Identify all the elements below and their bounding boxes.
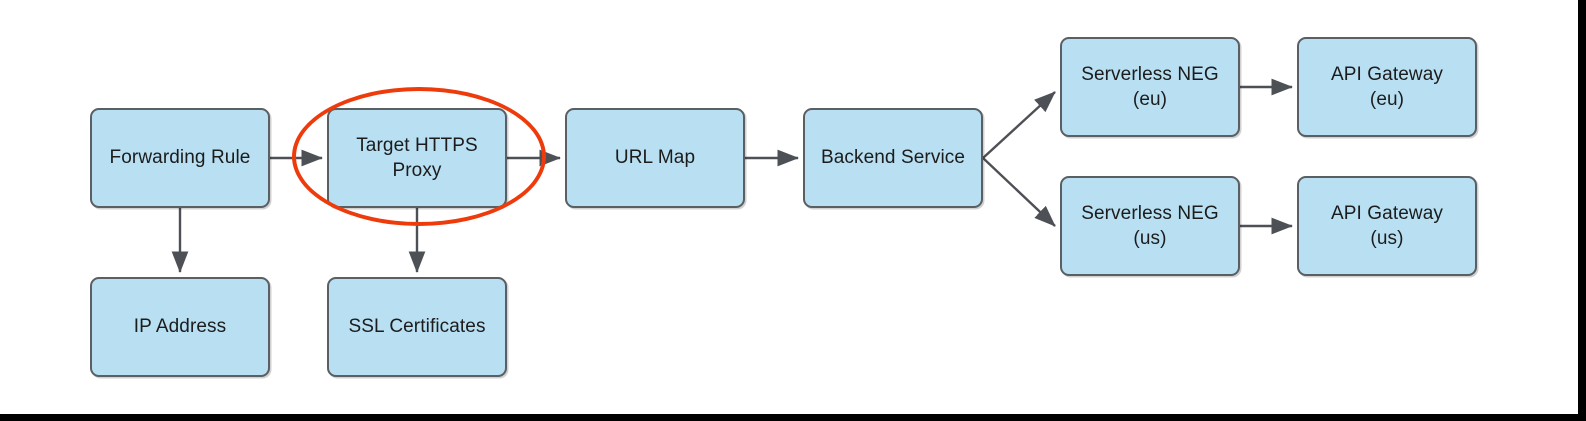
right-edge-bar xyxy=(1578,0,1586,421)
edge-backend-service-to-serverless-neg-us xyxy=(982,157,1056,227)
node-target-https-proxy[interactable]: Target HTTPS Proxy xyxy=(327,108,507,208)
node-ssl-certificates[interactable]: SSL Certificates xyxy=(327,277,507,377)
node-serverless-neg-eu-label: Serverless NEG (eu) xyxy=(1081,63,1219,110)
node-serverless-neg-us-label: Serverless NEG (us) xyxy=(1081,202,1219,249)
edge-backend-service-to-serverless-neg-eu xyxy=(982,91,1056,159)
node-api-gateway-us-label: API Gateway (us) xyxy=(1331,202,1443,249)
node-target-https-proxy-label: Target HTTPS Proxy xyxy=(356,134,478,181)
node-url-map-label: URL Map xyxy=(614,147,696,169)
node-api-gateway-eu-label: API Gateway (eu) xyxy=(1331,63,1443,110)
node-ssl-certificates-label: SSL Certificates xyxy=(348,316,486,338)
node-url-map[interactable]: URL Map xyxy=(565,108,745,208)
node-forwarding-rule[interactable]: Forwarding Rule xyxy=(90,108,270,208)
node-backend-service[interactable]: Backend Service xyxy=(803,108,983,208)
node-forwarding-rule-label: Forwarding Rule xyxy=(109,147,251,169)
bottom-edge-bar xyxy=(0,414,1586,421)
node-api-gateway-eu[interactable]: API Gateway (eu) xyxy=(1297,37,1477,137)
node-backend-service-label: Backend Service xyxy=(820,147,966,169)
node-ip-address[interactable]: IP Address xyxy=(90,277,270,377)
node-serverless-neg-us[interactable]: Serverless NEG (us) xyxy=(1060,176,1240,276)
node-serverless-neg-eu[interactable]: Serverless NEG (eu) xyxy=(1060,37,1240,137)
node-ip-address-label: IP Address xyxy=(133,316,227,338)
node-api-gateway-us[interactable]: API Gateway (us) xyxy=(1297,176,1477,276)
